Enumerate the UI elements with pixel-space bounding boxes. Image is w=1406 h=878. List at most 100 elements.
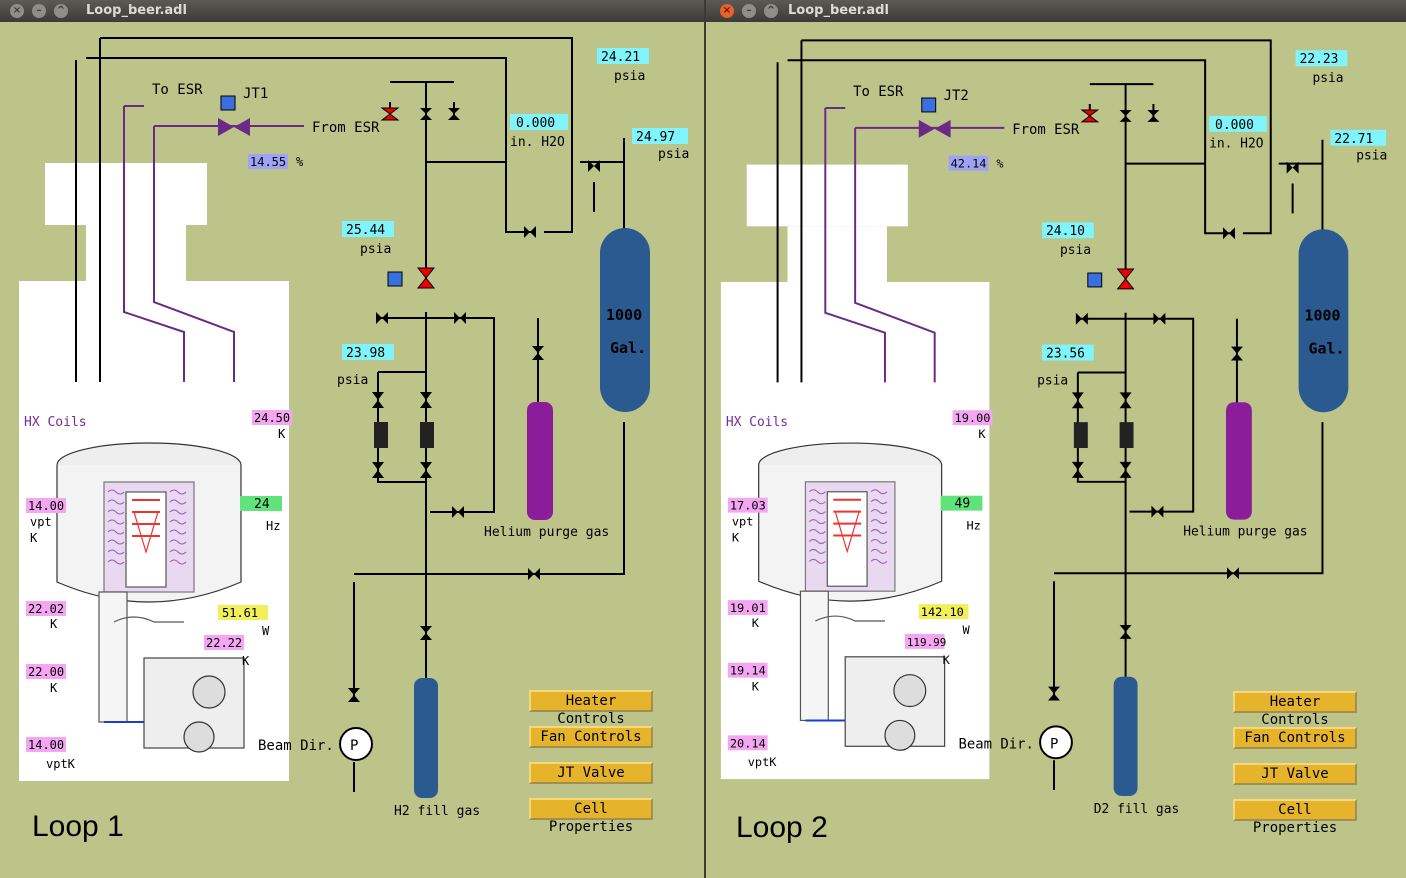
heater-w-readout xyxy=(218,605,268,620)
temp-c-unit: K xyxy=(50,681,58,695)
hx-temp-value: 24.50 xyxy=(254,411,290,425)
valve-related-icon[interactable] xyxy=(387,271,403,287)
cell-properties-button[interactable]: Cell Properties xyxy=(529,798,653,835)
temp-c-readout xyxy=(727,662,768,678)
jt-related-icon[interactable] xyxy=(220,95,236,111)
minimize-icon[interactable]: – xyxy=(742,4,756,18)
line-pressure-readout xyxy=(342,221,394,237)
fill-gas-cylinder xyxy=(414,678,438,798)
jt-percent-value: 14.55 xyxy=(250,155,286,169)
valve-related-icon[interactable] xyxy=(1087,272,1103,288)
temp-b-readout xyxy=(204,635,244,650)
pump-label: P xyxy=(1050,736,1058,752)
fill-gas-label: D2 fill gas xyxy=(1094,802,1179,817)
to-esr-label: To ESR xyxy=(152,82,203,98)
tank-pressure-unit: psia xyxy=(1356,149,1387,164)
beam-label: Beam Dir. xyxy=(258,738,334,754)
vpt-bottom-readout xyxy=(727,735,768,751)
cryostat-top-block xyxy=(45,163,207,225)
fill-gas-label: H2 fill gas xyxy=(394,804,480,819)
window-title: Loop_beer.adl xyxy=(788,3,889,18)
close-icon[interactable]: × xyxy=(720,4,734,18)
purge-pressure-unit: psia xyxy=(1037,373,1068,388)
vpt-bottom-readout xyxy=(26,737,66,752)
heater-controls-button[interactable]: Heater Controls xyxy=(1233,691,1357,728)
pump-icon xyxy=(339,727,373,761)
helium-label: Helium purge gas xyxy=(484,525,609,540)
jt-valve-button[interactable]: JT Valve xyxy=(1233,763,1357,785)
target-vessel xyxy=(758,442,946,751)
fan-controls-button[interactable]: Fan Controls xyxy=(1233,727,1357,749)
filter-right xyxy=(420,422,434,448)
jt-percent-value: 42.14 xyxy=(951,157,987,171)
vpt-top-unit: vpt xyxy=(732,515,754,529)
loop-label: Loop 2 xyxy=(736,811,828,844)
fill-gas-cylinder xyxy=(1113,676,1138,797)
jt-percent-readout xyxy=(948,155,989,171)
title-bar[interactable]: × – ^ Loop_beer.adl xyxy=(0,0,704,22)
hx-temp-value: 19.00 xyxy=(955,411,991,425)
water-pressure-value: 0.000 xyxy=(1215,118,1254,133)
temp-b-unit: K xyxy=(943,653,951,667)
jt-related-icon[interactable] xyxy=(921,97,937,113)
helium-cylinder xyxy=(1226,402,1252,520)
vpt-top-readout xyxy=(727,497,768,513)
tank-pressure-value: 22.71 xyxy=(1334,132,1373,147)
heater-controls-button[interactable]: Heater Controls xyxy=(529,690,653,727)
filter-left xyxy=(374,422,388,448)
hx-coil-pattern xyxy=(809,489,888,564)
vpt-bottom-value: 14.00 xyxy=(28,738,64,752)
fan-controls-button[interactable]: Fan Controls xyxy=(529,726,653,748)
temp-a-unit: K xyxy=(50,617,58,631)
close-icon[interactable]: × xyxy=(10,4,24,18)
temp-a-readout xyxy=(727,600,768,616)
loop-schematic: P 24.21 psia 0.000 in. H2O 24.97 psia 25… xyxy=(19,37,689,819)
title-bar[interactable]: × – ^ Loop_beer.adl xyxy=(706,0,1406,22)
fan-hz-readout xyxy=(240,496,282,511)
vpt-top-value: 17.03 xyxy=(730,499,766,513)
valve-icons xyxy=(218,107,600,702)
cryostat-neck xyxy=(787,226,887,282)
cell-properties-button[interactable]: Cell Properties xyxy=(1233,799,1357,836)
cryostat-neck xyxy=(86,225,186,281)
minimize-icon[interactable]: – xyxy=(32,4,46,18)
tank-pressure-value: 24.97 xyxy=(636,130,675,145)
water-pressure-unit: in. H2O xyxy=(510,135,565,150)
line-pressure-unit: psia xyxy=(360,242,391,257)
maximize-icon[interactable]: ^ xyxy=(54,4,68,18)
hx-temp-readout xyxy=(252,410,292,425)
fan-hz-unit: Hz xyxy=(266,519,280,533)
jt-percent-readout xyxy=(248,154,288,169)
maximize-icon[interactable]: ^ xyxy=(764,4,778,18)
temp-a-unit: K xyxy=(752,616,760,630)
hx-coil-pattern xyxy=(107,489,187,565)
temp-c-unit: K xyxy=(752,680,760,694)
vpt-bottom-value: 20.14 xyxy=(730,736,766,750)
helium-cylinder xyxy=(527,402,553,520)
top-pressure-value: 24.21 xyxy=(601,50,640,65)
storage-tank xyxy=(1298,229,1349,413)
hx-label: HX Coils xyxy=(24,415,87,430)
fan-hz-value: 24 xyxy=(254,497,270,512)
water-pressure-unit: in. H2O xyxy=(1209,137,1264,152)
hx-temp-readout xyxy=(952,410,993,426)
tank-pressure-unit: psia xyxy=(658,147,689,162)
vpt-top-value: 14.00 xyxy=(28,499,64,513)
temp-a-readout xyxy=(26,601,66,616)
beam-label: Beam Dir. xyxy=(959,736,1034,752)
water-pressure-value: 0.000 xyxy=(516,116,555,131)
esr-purple-lines xyxy=(123,105,304,382)
pump-icon xyxy=(1039,725,1073,760)
heater-w-unit: W xyxy=(963,623,971,637)
temp-c-value: 19.14 xyxy=(730,664,766,678)
purge-pressure-unit: psia xyxy=(337,373,368,388)
top-pressure-unit: psia xyxy=(614,69,645,84)
purge-pressure-value: 23.98 xyxy=(346,346,385,361)
heater-w-unit: W xyxy=(262,624,270,638)
jt-valve-button[interactable]: JT Valve xyxy=(529,762,653,784)
filter-right xyxy=(1119,422,1134,449)
tank-pressure-readout xyxy=(1330,129,1387,146)
loop-label: Loop 1 xyxy=(32,810,124,843)
tank-label-1: 1000 xyxy=(1305,307,1341,325)
temp-b-unit: K xyxy=(242,654,250,668)
